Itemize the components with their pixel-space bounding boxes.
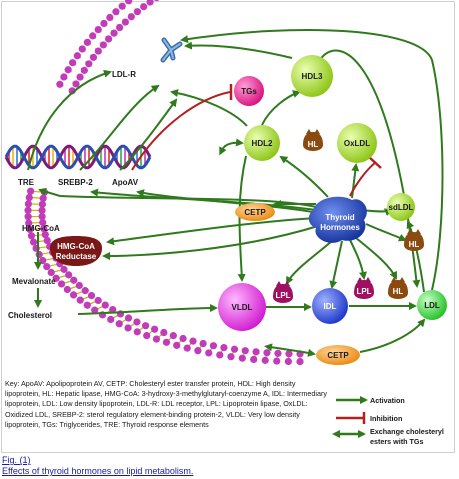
cetp-left-node: CETP <box>235 203 275 221</box>
mevalonate-label: Mevalonate <box>12 277 56 286</box>
hl-lower-node: HL <box>388 277 408 299</box>
hmgcoa-reductase-label-1: HMG-CoA <box>57 242 95 251</box>
tre-label: TRE <box>18 178 35 187</box>
hdl3-label: HDL3 <box>302 72 323 81</box>
lpl-left-node: LPL <box>273 281 293 303</box>
legend-activation-label: Activation <box>370 396 405 405</box>
lpl-right-label: LPL <box>356 287 371 296</box>
legend-activation: Activation <box>336 396 405 405</box>
apoav-label: ApoAV <box>112 178 139 187</box>
legend: Activation Inhibition Exchange cholester… <box>332 396 444 446</box>
ldl-node: LDL <box>417 290 447 320</box>
lpl-right-node: LPL <box>354 277 374 299</box>
ldl-receptor-y-icon <box>160 37 183 63</box>
hmgcoa-reductase-node: HMG-CoA Reductase <box>50 236 102 266</box>
hl-right-label: HL <box>409 240 420 249</box>
pathway-arrows <box>27 28 444 357</box>
idl-label: IDL <box>324 302 337 311</box>
legend-inhibition: Inhibition <box>336 412 402 424</box>
cholesterol-label: Cholesterol <box>8 311 52 320</box>
tgs-node: TGs <box>234 76 264 106</box>
hl-lower-label: HL <box>393 287 404 296</box>
key-abbreviations: Key: ApoAV: Apolipoprotein AV, CETP: Cho… <box>5 379 327 429</box>
thyroid-hormones-label-1: Thyroid <box>325 213 354 222</box>
figure-number-link[interactable]: Fig. (1) <box>2 455 31 465</box>
thyroid-hormones-node: Thyroid Hormones <box>308 196 367 243</box>
legend-exchange-label-2: esters with TGs <box>370 437 424 446</box>
dna-helix-icon <box>4 144 152 170</box>
vldl-label: VLDL <box>232 303 253 312</box>
cetp-bottom-label: CETP <box>327 351 349 360</box>
cetp-left-label: CETP <box>244 208 266 217</box>
lpl-left-label: LPL <box>275 291 290 300</box>
srebp2-label: SREBP-2 <box>58 178 93 187</box>
hdl3-node: HDL3 <box>291 55 333 97</box>
hmgcoa-label: HMG-CoA <box>22 224 60 233</box>
ldl-label: LDL <box>424 301 440 310</box>
lipid-metabolism-diagram: TGs HDL3 HDL2 HL OxLDL sdLDL CETP Thyroi… <box>4 0 447 366</box>
oxldl-node: OxLDL <box>337 123 377 163</box>
hmgcoa-reductase-label-2: Reductase <box>56 252 97 261</box>
sdldl-node: sdLDL <box>387 193 415 221</box>
legend-inhibition-label: Inhibition <box>370 414 402 423</box>
hl-top-node: HL <box>303 129 323 151</box>
thyroid-hormones-label-2: Hormones <box>320 223 360 232</box>
vldl-node: VLDL <box>218 283 266 331</box>
cetp-bottom-node: CETP <box>316 345 360 365</box>
sdldl-label: sdLDL <box>389 203 414 212</box>
ldlr-label: LDL-R <box>112 70 136 79</box>
hl-top-label: HL <box>308 140 319 149</box>
hl-right-node: HL <box>404 229 424 251</box>
oxldl-label: OxLDL <box>344 139 370 148</box>
legend-exchange: Exchange cholesteryl esters with TGs <box>332 427 444 446</box>
hdl2-node: HDL2 <box>244 125 280 161</box>
legend-exchange-label-1: Exchange cholesteryl <box>370 427 444 436</box>
idl-node: IDL <box>312 288 348 324</box>
phospholipid-membrane-icon <box>24 0 304 366</box>
figure-title-link[interactable]: Effects of thyroid hormones on lipid met… <box>2 466 194 476</box>
tgs-label: TGs <box>241 87 257 96</box>
hdl2-label: HDL2 <box>252 139 273 148</box>
